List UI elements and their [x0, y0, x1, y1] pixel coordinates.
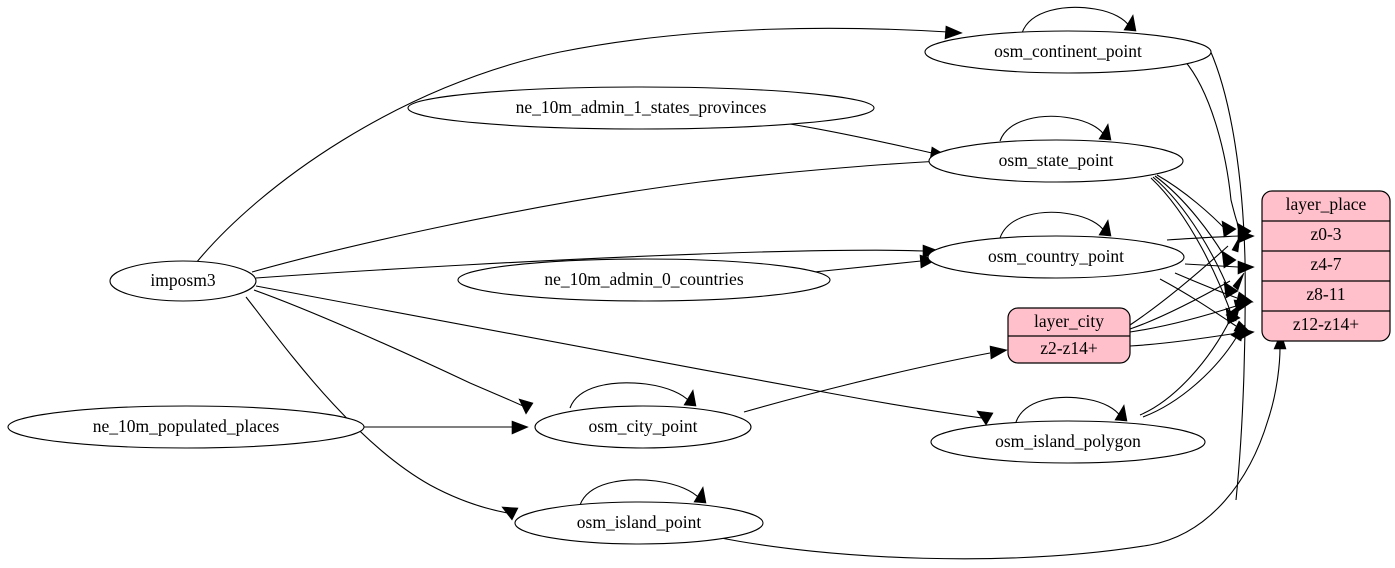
node-osm-city-point[interactable]: osm_city_point — [534, 405, 752, 449]
node-osm-country-point[interactable]: osm_country_point — [927, 235, 1185, 279]
edge-layer — [195, 6, 1287, 560]
node-layer-city[interactable]: layer_city z2-z14+ — [1007, 307, 1131, 364]
node-layer-place[interactable]: layer_place z0-3 z4-7 z8-11 z12-z14+ — [1261, 190, 1391, 342]
node-ne-populated-label: ne_10m_populated_places — [93, 416, 280, 436]
node-imposm3[interactable]: imposm3 — [109, 260, 257, 302]
node-layer-city-row-z2-z14: z2-z14+ — [1040, 338, 1098, 358]
edge-osm-state-point-to-layer-place-z4-7 — [1154, 175, 1237, 269]
node-osm-continent-point-label: osm_continent_point — [994, 41, 1142, 61]
node-layer-place-row-z4-7: z4-7 — [1310, 254, 1341, 274]
node-ne-countries-label: ne_10m_admin_0_countries — [544, 269, 743, 289]
edge-imposm3-to-osm-island-polygon — [255, 285, 994, 426]
node-ne-10m-populated-places[interactable]: ne_10m_populated_places — [7, 405, 365, 449]
edge-osm-island-polygon-to-layer-place-z12 — [1142, 324, 1246, 418]
edge-layer-city-to-layer-place-z4-7 — [1129, 272, 1245, 330]
edge-self-loop-osm-country-point — [999, 211, 1112, 239]
edge-self-loop-osm-continent-point — [1021, 6, 1137, 34]
node-osm-country-point-label: osm_country_point — [988, 246, 1124, 266]
node-layer-place-title: layer_place — [1286, 194, 1367, 214]
edge-ne-states-to-osm-state-point — [789, 123, 948, 161]
node-osm-island-polygon-label: osm_island_polygon — [995, 431, 1141, 451]
edge-self-loop-osm-island-point — [579, 479, 707, 506]
node-osm-state-point[interactable]: osm_state_point — [928, 139, 1184, 183]
node-osm-state-point-label: osm_state_point — [999, 150, 1114, 170]
node-layer: imposm3 ne_10m_admin_1_states_provinces … — [7, 30, 1391, 545]
node-osm-city-point-label: osm_city_point — [589, 416, 698, 436]
edge-imposm3-to-osm-city-point — [253, 289, 534, 415]
node-osm-continent-point[interactable]: osm_continent_point — [924, 30, 1212, 74]
node-layer-place-row-z8-11: z8-11 — [1306, 284, 1345, 304]
node-ne-10m-admin-1-states-provinces[interactable]: ne_10m_admin_1_states_provinces — [407, 86, 875, 130]
edge-osm-continent-point-to-layer-place-long-arc — [1209, 49, 1246, 501]
edge-ne-countries-to-osm-country-point — [813, 254, 937, 273]
edge-osm-island-polygon-to-layer-place-z8-11 — [1139, 304, 1241, 416]
edge-imposm3-to-osm-state-point — [251, 154, 958, 273]
edge-self-loop-osm-state-point — [999, 115, 1112, 142]
edge-layer-city-to-layer-place-z0-3 — [1129, 235, 1241, 326]
edge-self-loop-osm-island-polygon — [1015, 396, 1128, 423]
edge-imposm3-to-osm-island-point — [245, 296, 519, 521]
edge-self-loop-osm-city-point — [569, 382, 697, 409]
node-layer-place-row-z12-z14: z12-z14+ — [1293, 314, 1359, 334]
edge-osm-city-point-to-layer-city — [743, 345, 1008, 413]
edge-osm-country-point-to-layer-place-z4-7 — [1184, 260, 1255, 275]
node-ne-10m-admin-0-countries[interactable]: ne_10m_admin_0_countries — [457, 258, 831, 302]
edge-osm-state-point-to-layer-place-z0-3 — [1156, 174, 1237, 238]
node-layer-city-title: layer_city — [1034, 311, 1104, 331]
edge-osm-country-point-to-layer-place-z0-3 — [1166, 229, 1255, 244]
node-osm-island-point[interactable]: osm_island_point — [514, 501, 764, 545]
node-layer-place-row-z0-3: z0-3 — [1310, 224, 1341, 244]
edge-imposm3-to-osm-continent-point — [195, 25, 963, 264]
node-osm-island-polygon[interactable]: osm_island_polygon — [930, 420, 1206, 464]
edge-ne-populated-to-osm-city-point — [363, 420, 529, 435]
node-imposm3-label: imposm3 — [150, 270, 215, 290]
node-ne-states-label: ne_10m_admin_1_states_provinces — [516, 97, 767, 117]
node-osm-island-point-label: osm_island_point — [577, 512, 702, 532]
